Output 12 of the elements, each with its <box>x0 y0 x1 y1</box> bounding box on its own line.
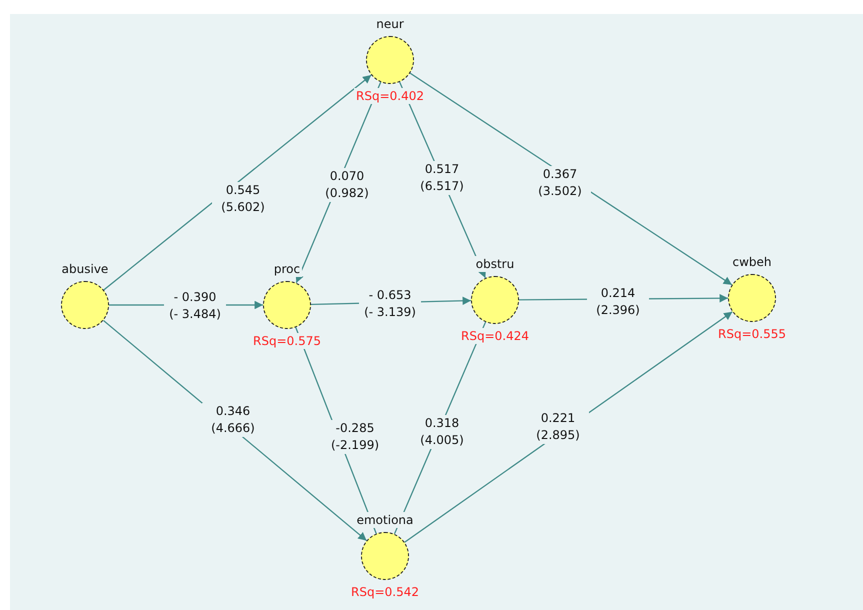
r-squared-value: RSq=0.424 <box>459 328 531 344</box>
arrow <box>410 72 732 286</box>
r-squared-value: RSq=0.555 <box>716 326 788 342</box>
r-squared-value: RSq=0.575 <box>251 333 323 349</box>
construct-name: emotiona <box>354 512 416 528</box>
construct-name: obstru <box>474 256 516 272</box>
r-squared-value: RSq=0.402 <box>354 88 426 104</box>
r-squared-value: RSq=0.542 <box>349 584 421 600</box>
edge-label: 0.214 (2.396) <box>587 285 649 319</box>
arrow <box>103 74 372 290</box>
edge-label: - 0.390 (- 3.484) <box>164 289 226 323</box>
edge-label: - 0.653 (- 3.139) <box>359 287 421 321</box>
